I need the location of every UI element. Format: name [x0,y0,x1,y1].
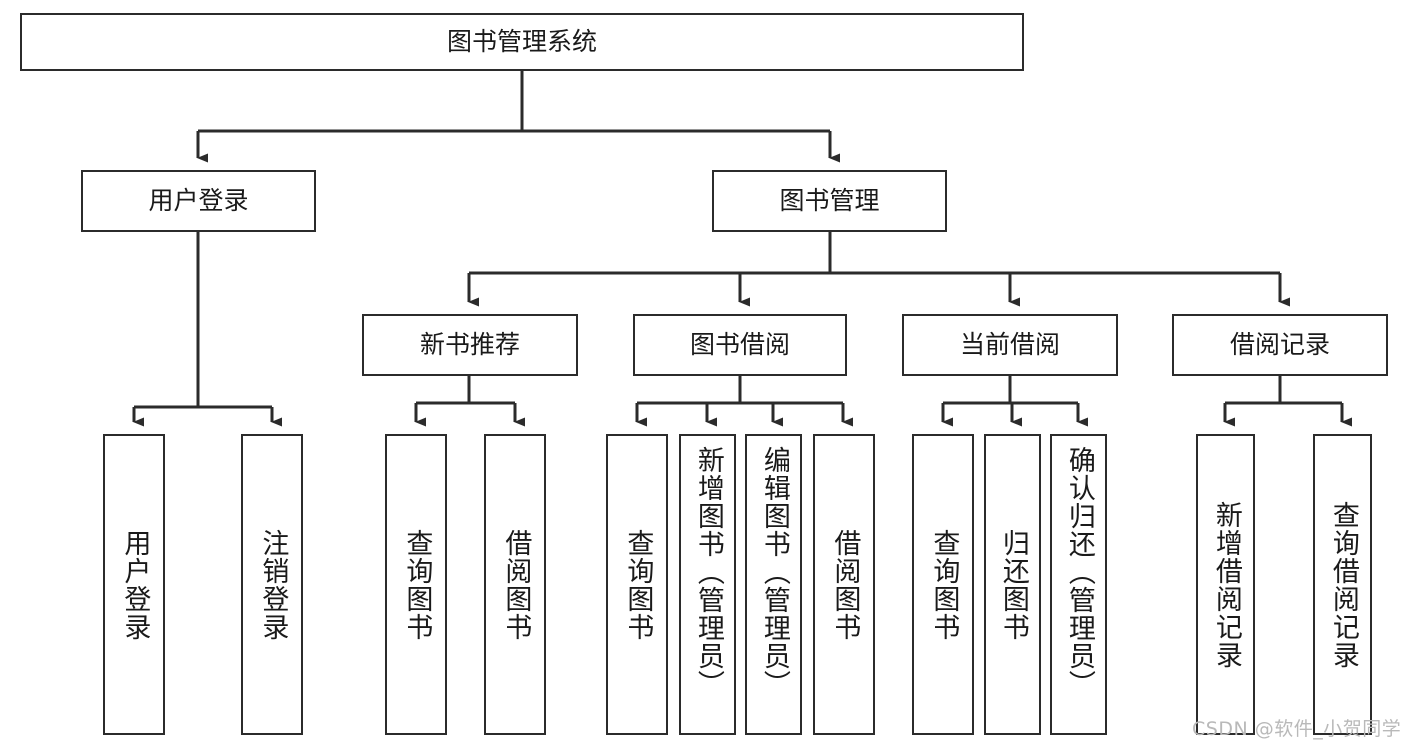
node-label: 新增借阅记录 [1210,500,1242,669]
leaf-add-book-admin[interactable]: 新增图书（管理员） [679,434,736,735]
node-label: 用户登录 [148,185,249,215]
node-label: 注销登录 [257,528,289,641]
node-label: 图书管理系统 [446,26,597,56]
leaf-query-book-current[interactable]: 查询图书 [912,434,974,735]
node-label: 新增图书（管理员） [692,446,724,698]
node-label: 查询图书 [622,528,654,641]
node-label: 借阅图书 [829,528,861,641]
node-label: 归还图书 [997,528,1029,641]
node-label: 查询借阅记录 [1327,500,1359,669]
leaf-user-logout[interactable]: 注销登录 [241,434,303,735]
node-label: 新书推荐 [419,329,520,359]
node-label: 借阅记录 [1229,329,1330,359]
leaf-edit-book-admin[interactable]: 编辑图书（管理员） [745,434,802,735]
node-user-login[interactable]: 用户登录 [81,170,316,232]
leaf-borrow-book-recommend[interactable]: 借阅图书 [484,434,546,735]
node-label: 编辑图书（管理员） [758,446,790,698]
leaf-add-borrow-record[interactable]: 新增借阅记录 [1196,434,1255,735]
leaf-confirm-return-admin[interactable]: 确认归还（管理员） [1050,434,1107,735]
node-current-borrow[interactable]: 当前借阅 [902,314,1118,376]
leaf-return-book[interactable]: 归还图书 [984,434,1041,735]
node-label: 用户登录 [119,528,151,641]
node-label: 查询图书 [401,528,433,641]
leaf-user-login[interactable]: 用户登录 [103,434,165,735]
node-borrow-record[interactable]: 借阅记录 [1172,314,1388,376]
node-label: 图书借阅 [689,329,790,359]
node-label: 图书管理 [779,185,880,215]
node-root-system[interactable]: 图书管理系统 [20,13,1024,71]
node-new-book-recommend[interactable]: 新书推荐 [362,314,578,376]
node-label: 查询图书 [928,528,960,641]
node-label: 当前借阅 [959,329,1060,359]
leaf-query-borrow-record[interactable]: 查询借阅记录 [1313,434,1372,735]
node-book-management[interactable]: 图书管理 [712,170,947,232]
leaf-query-book[interactable]: 查询图书 [606,434,668,735]
node-label: 确认归还（管理员） [1063,446,1095,698]
leaf-query-book-recommend[interactable]: 查询图书 [385,434,447,735]
node-label: 借阅图书 [500,528,532,641]
watermark: CSDN @软件_小贺同学 [1192,718,1402,740]
leaf-borrow-book[interactable]: 借阅图书 [813,434,875,735]
node-book-borrow[interactable]: 图书借阅 [633,314,847,376]
